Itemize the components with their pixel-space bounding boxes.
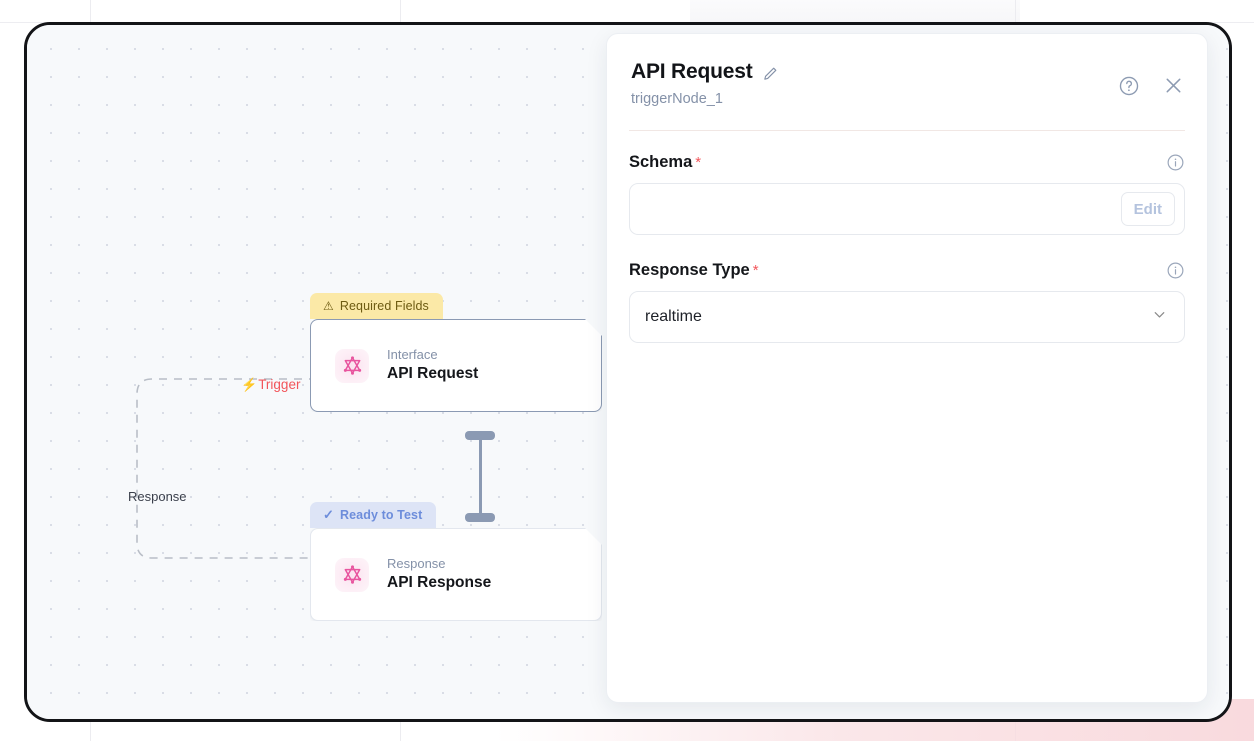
- chevron-down-icon: [1151, 306, 1168, 328]
- node-title-label: API Request: [387, 365, 479, 383]
- node-input-handle[interactable]: [465, 513, 495, 522]
- node-title-label: API Response: [387, 574, 492, 592]
- edge-label-trigger-text: Trigger: [258, 377, 301, 392]
- panel-header-actions: [1118, 74, 1185, 97]
- schema-input[interactable]: Edit: [629, 183, 1185, 235]
- node-api-response[interactable]: ✓ Ready to Test Response API Re: [310, 502, 602, 621]
- help-circle-icon[interactable]: [1118, 75, 1140, 97]
- field-response-type: Response Type* realtime: [629, 261, 1185, 343]
- check-icon: ✓: [323, 507, 334, 522]
- response-type-value: realtime: [645, 308, 702, 325]
- node-status-badge-label: Ready to Test: [340, 508, 423, 522]
- edge-label-response: Response: [128, 489, 187, 504]
- graphql-icon: [335, 558, 369, 592]
- graphql-icon: [335, 349, 369, 383]
- required-marker: *: [752, 262, 759, 279]
- warning-icon: ⚠: [323, 299, 334, 313]
- node-status-badge-label: Required Fields: [339, 299, 429, 313]
- node-kind-label: Response: [387, 555, 446, 571]
- node-card[interactable]: Interface API Request: [310, 319, 602, 412]
- schema-edit-button[interactable]: Edit: [1120, 192, 1175, 226]
- panel-header: API Request triggerNode_1: [607, 34, 1207, 107]
- node-kind-label: Interface: [387, 346, 438, 362]
- background-tint-top: [690, 0, 1020, 26]
- field-label: Response Type*: [629, 261, 759, 280]
- field-label-text: Schema: [629, 153, 693, 171]
- page-title: API Request: [631, 60, 753, 83]
- info-circle-icon[interactable]: [1166, 261, 1185, 280]
- field-label: Schema*: [629, 153, 701, 172]
- response-type-select[interactable]: realtime: [629, 291, 1185, 343]
- field-label-text: Response Type: [629, 261, 750, 279]
- node-api-request[interactable]: ⚠ Required Fields Interface API: [310, 293, 602, 412]
- edge-label-trigger: ⚡ Trigger: [241, 377, 300, 392]
- node-status-badge-ready-to-test: ✓ Ready to Test: [310, 502, 437, 528]
- required-marker: *: [695, 154, 702, 171]
- field-schema: Schema* Edit: [629, 153, 1185, 235]
- node-status-badge-required-fields: ⚠ Required Fields: [310, 293, 443, 319]
- panel-form: Schema* Edit: [607, 131, 1207, 343]
- node-connector-edge: [479, 437, 482, 519]
- info-circle-icon[interactable]: [1166, 153, 1185, 172]
- schema-input-text[interactable]: [644, 199, 1174, 219]
- node-output-handle[interactable]: [465, 431, 495, 440]
- close-icon[interactable]: [1162, 74, 1185, 97]
- bolt-icon: ⚡: [241, 377, 258, 392]
- app-window-frame: ⚡ Trigger Response ⚠ Required Fields: [24, 22, 1232, 722]
- node-id-label: triggerNode_1: [631, 91, 723, 107]
- pencil-icon[interactable]: [762, 65, 779, 82]
- node-card[interactable]: Response API Response: [310, 528, 602, 621]
- node-properties-panel: API Request triggerNode_1: [606, 33, 1208, 703]
- panel-divider: [629, 130, 1185, 131]
